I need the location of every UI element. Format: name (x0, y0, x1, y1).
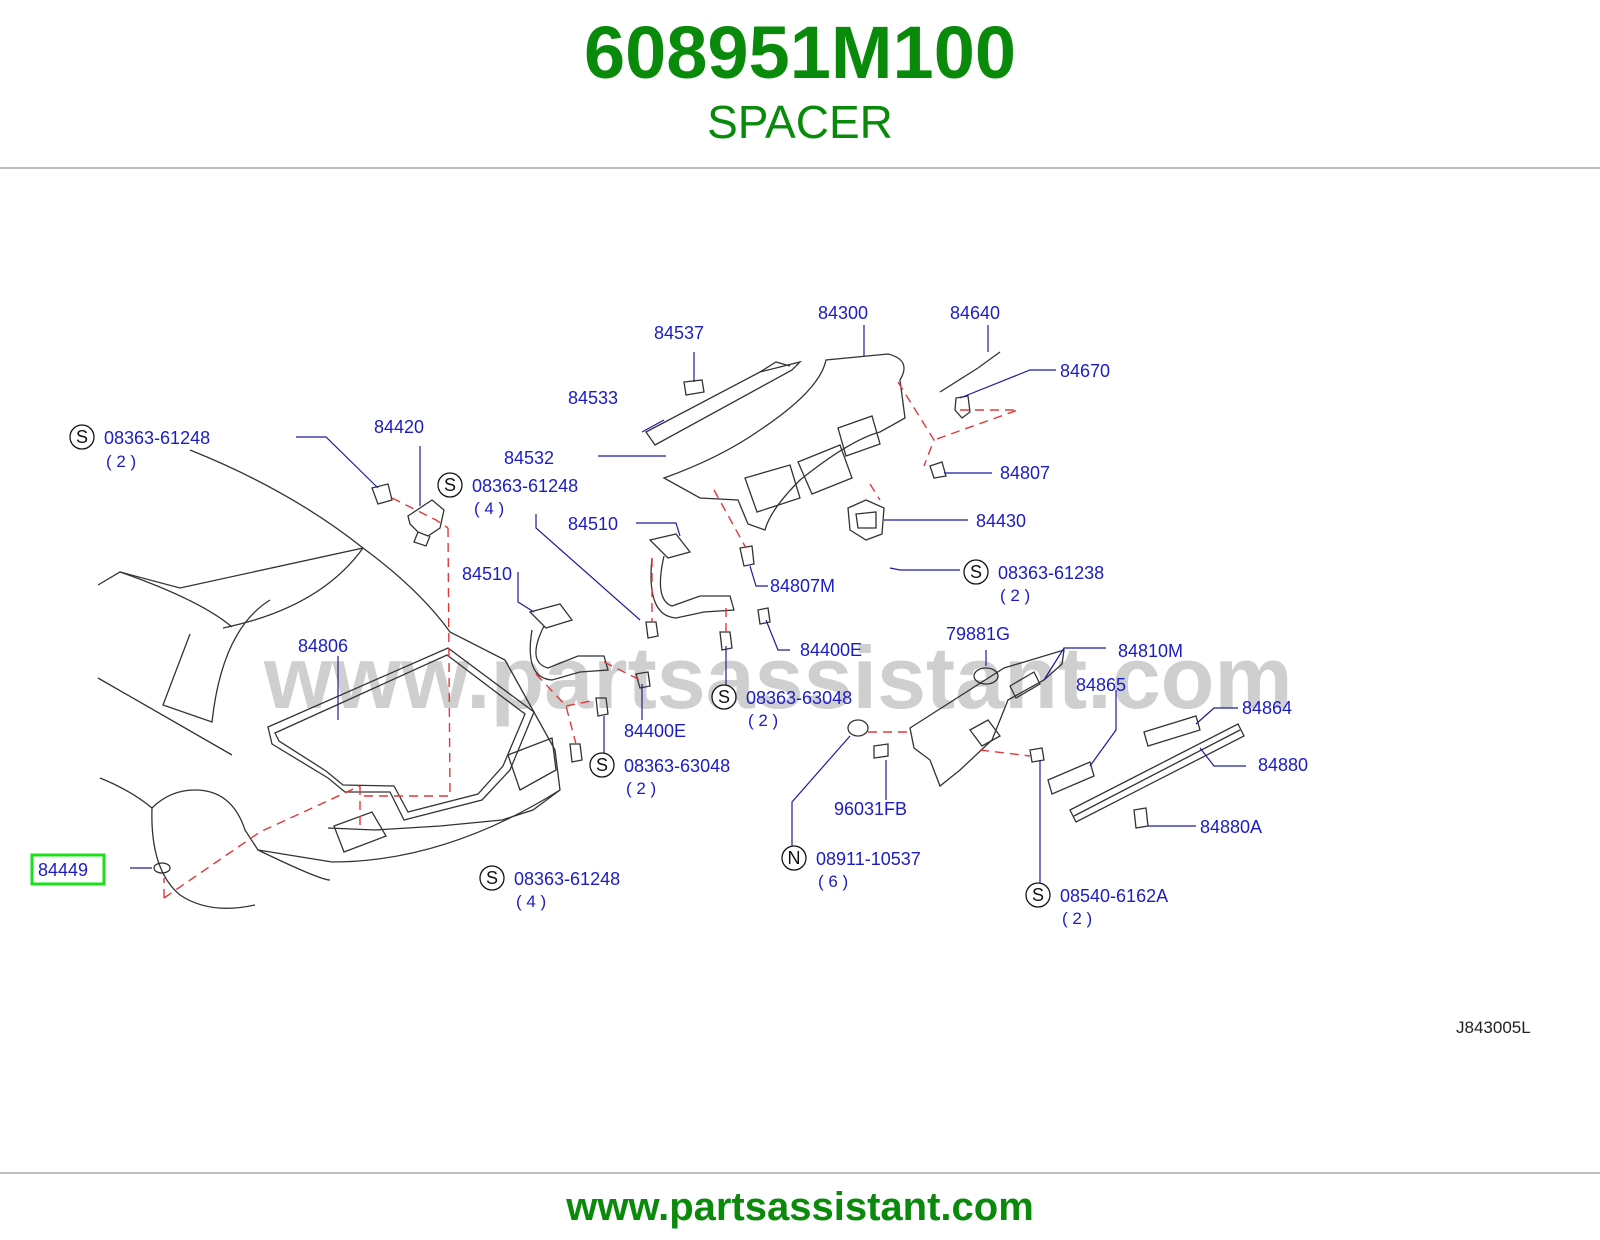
label-79881G[interactable]: 79881G (946, 624, 1010, 644)
s-prefix-icon (963, 559, 989, 585)
part-labels: 84300 84640 84537 84670 84533 84532 8442… (298, 303, 1308, 837)
label-84880[interactable]: 84880 (1258, 755, 1308, 775)
svg-text:S: S (596, 755, 608, 775)
label-84640[interactable]: 84640 (950, 303, 1000, 323)
callout-08363-61248-c[interactable]: S 08363-61248 ( 4 ) (479, 865, 620, 911)
label-84449: 84449 (38, 860, 88, 880)
callout-08911-10537[interactable]: N 08911-10537 ( 6 ) (781, 845, 921, 891)
svg-text:08363-61248: 08363-61248 (514, 869, 620, 889)
label-84810M[interactable]: 84810M (1118, 641, 1183, 661)
svg-text:08363-63048: 08363-63048 (624, 756, 730, 776)
car-body-drawing (97, 449, 561, 909)
assembly-dashed-lines (163, 381, 1031, 899)
svg-text:( 4 ): ( 4 ) (516, 892, 546, 911)
fastener-callouts: S 08363-61248 ( 2 ) S 08363-61248 ( 4 ) … (69, 424, 1168, 928)
label-84430[interactable]: 84430 (976, 511, 1026, 531)
svg-text:S: S (1032, 885, 1044, 905)
label-84400E-upper[interactable]: 84400E (800, 640, 862, 660)
svg-text:S: S (970, 562, 982, 582)
label-84864[interactable]: 84864 (1242, 698, 1292, 718)
s-prefix-icon (479, 865, 505, 891)
label-84537[interactable]: 84537 (654, 323, 704, 343)
svg-text:S: S (444, 475, 456, 495)
svg-text:08540-6162A: 08540-6162A (1060, 886, 1168, 906)
svg-text:( 2 ): ( 2 ) (1000, 586, 1030, 605)
highlight-box (30, 853, 106, 886)
svg-text:08911-10537: 08911-10537 (816, 849, 921, 869)
s-prefix-icon (1025, 882, 1051, 908)
svg-text:( 2 ): ( 2 ) (748, 711, 778, 730)
label-84670[interactable]: 84670 (1060, 361, 1110, 381)
s-prefix-icon (589, 752, 615, 778)
callout-08363-63048-b[interactable]: S 08363-63048 ( 2 ) (589, 752, 730, 798)
callout-08363-61238[interactable]: S 08363-61238 ( 2 ) (963, 559, 1104, 605)
svg-text:( 4 ): ( 4 ) (474, 499, 504, 518)
s-prefix-icon (711, 684, 737, 710)
label-84510-lower[interactable]: 84510 (462, 564, 512, 584)
callout-08363-61248-b[interactable]: S 08363-61248 ( 4 ) (437, 472, 578, 518)
s-prefix-icon (69, 424, 95, 450)
label-84880A[interactable]: 84880A (1200, 817, 1262, 837)
callout-08363-61248-a[interactable]: S 08363-61248 ( 2 ) (69, 424, 210, 471)
header: 608951M100 SPACER (0, 0, 1600, 168)
diagram-code: J843005L (1456, 1018, 1531, 1037)
label-84510-upper[interactable]: 84510 (568, 514, 618, 534)
svg-text:N: N (788, 848, 801, 868)
n-prefix-icon (781, 845, 807, 871)
part-name-subtitle: SPACER (707, 96, 893, 148)
svg-text:08363-61238: 08363-61238 (998, 563, 1104, 583)
label-84807M[interactable]: 84807M (770, 576, 835, 596)
label-84420[interactable]: 84420 (374, 417, 424, 437)
footer-url[interactable]: www.partsassistant.com (566, 1185, 1034, 1229)
label-84533[interactable]: 84533 (568, 388, 618, 408)
svg-text:( 2 ): ( 2 ) (1062, 909, 1092, 928)
header-divider (0, 167, 1600, 169)
svg-text:( 2 ): ( 2 ) (626, 779, 656, 798)
s-prefix-icon (437, 472, 463, 498)
label-84532[interactable]: 84532 (504, 448, 554, 468)
callout-08540-6162A[interactable]: S 08540-6162A ( 2 ) (1025, 882, 1168, 928)
label-84300[interactable]: 84300 (818, 303, 868, 323)
part-number-title: 608951M100 (583, 11, 1017, 94)
footer-divider (0, 1172, 1600, 1174)
svg-text:S: S (718, 687, 730, 707)
svg-text:( 2 ): ( 2 ) (106, 452, 136, 471)
highlighted-part-84449[interactable]: 84449 (30, 853, 106, 886)
svg-text:S: S (486, 868, 498, 888)
callout-08363-63048-a[interactable]: S 08363-63048 ( 2 ) (711, 684, 852, 730)
svg-text:( 6 ): ( 6 ) (818, 872, 848, 891)
label-84865[interactable]: 84865 (1076, 675, 1126, 695)
label-84807[interactable]: 84807 (1000, 463, 1050, 483)
label-84806[interactable]: 84806 (298, 636, 348, 656)
svg-text:08363-61248: 08363-61248 (104, 428, 210, 448)
leader-lines (130, 325, 1246, 885)
label-84400E-lower[interactable]: 84400E (624, 721, 686, 741)
label-96031FB[interactable]: 96031FB (834, 799, 907, 819)
trunk-lid-drawing (371, 351, 1245, 829)
svg-text:S: S (76, 427, 88, 447)
watermark: www.partsassistant.com (263, 628, 1293, 727)
svg-text:08363-63048: 08363-63048 (746, 688, 852, 708)
svg-text:08363-61248: 08363-61248 (472, 476, 578, 496)
